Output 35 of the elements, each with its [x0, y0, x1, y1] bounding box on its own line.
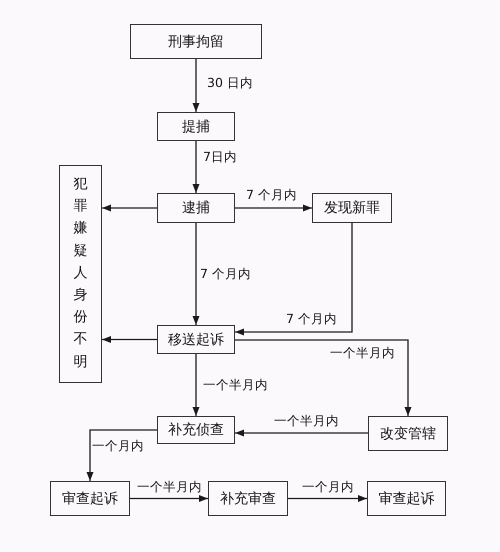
process-box: 犯罪嫌疑人身份不明	[59, 165, 102, 383]
arrow	[102, 204, 157, 212]
edge-label: 7 个月内	[286, 312, 337, 326]
arrow	[235, 339, 412, 416]
process-box: 审查起诉	[50, 481, 130, 516]
edge-label: 一个月内	[92, 439, 144, 453]
edge-label: 7 个月内	[246, 188, 297, 202]
arrow	[192, 141, 200, 193]
arrow	[235, 223, 353, 336]
edge-label: 一个半月内	[137, 480, 202, 494]
edge-label: 一个半月内	[274, 414, 339, 428]
arrow	[192, 223, 200, 325]
process-box: 补充审查	[208, 481, 288, 516]
process-box: 刑事拘留	[130, 24, 262, 59]
arrow	[86, 429, 157, 481]
edge-label: 一个月内	[302, 480, 354, 494]
edge-label: 30 日内	[207, 76, 253, 90]
arrow	[235, 204, 312, 212]
process-box: 审查起诉	[367, 481, 446, 516]
process-box: 逮捕	[157, 193, 235, 223]
process-box: 提捕	[157, 112, 235, 141]
edge-label: 一个半月内	[330, 346, 395, 360]
arrow	[192, 354, 200, 416]
edge-label: 7 个月内	[200, 267, 251, 281]
process-box: 发现新罪	[312, 193, 392, 223]
arrow	[130, 495, 208, 502]
process-box: 移送起诉	[157, 325, 235, 354]
arrow	[288, 495, 367, 502]
arrow	[235, 430, 368, 436]
edge-label: 一个半月内	[203, 378, 268, 392]
process-box: 改变管辖	[368, 416, 448, 451]
edge-label: 7日内	[203, 150, 237, 164]
arrow	[192, 59, 200, 112]
process-box: 补充侦查	[157, 416, 235, 444]
arrow	[102, 336, 157, 343]
